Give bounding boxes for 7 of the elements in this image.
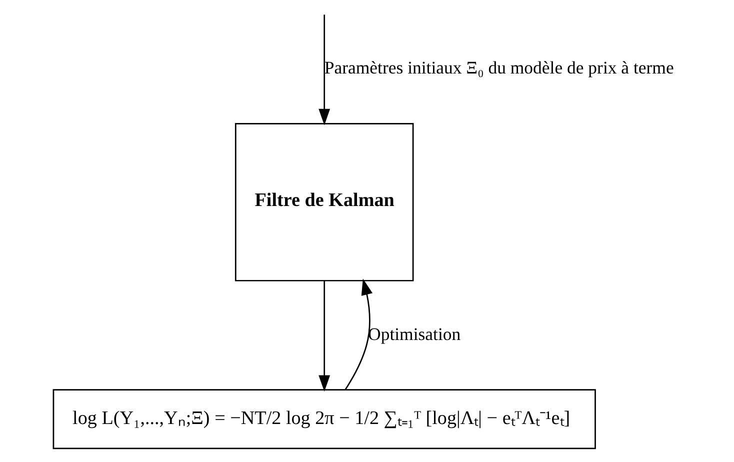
- arrow: [344, 278, 373, 390]
- node-box: Filtre de Kalman: [234, 123, 414, 282]
- node-box: log L(Y₁,...,Yₙ;Ξ) = −NT/2 log 2π − 1/2 ∑ₜ₌₁ᵀ [log|Λₜ| − eₜᵀΛₜ⁻¹eₜ]: [52, 389, 596, 450]
- edge-label: Paramètres initiaux Ξ₀ du modèle de prix à terme: [324, 58, 674, 78]
- arrow: [318, 280, 330, 392]
- arrow: [318, 14, 330, 126]
- edge-label: Optimisation: [368, 324, 461, 344]
